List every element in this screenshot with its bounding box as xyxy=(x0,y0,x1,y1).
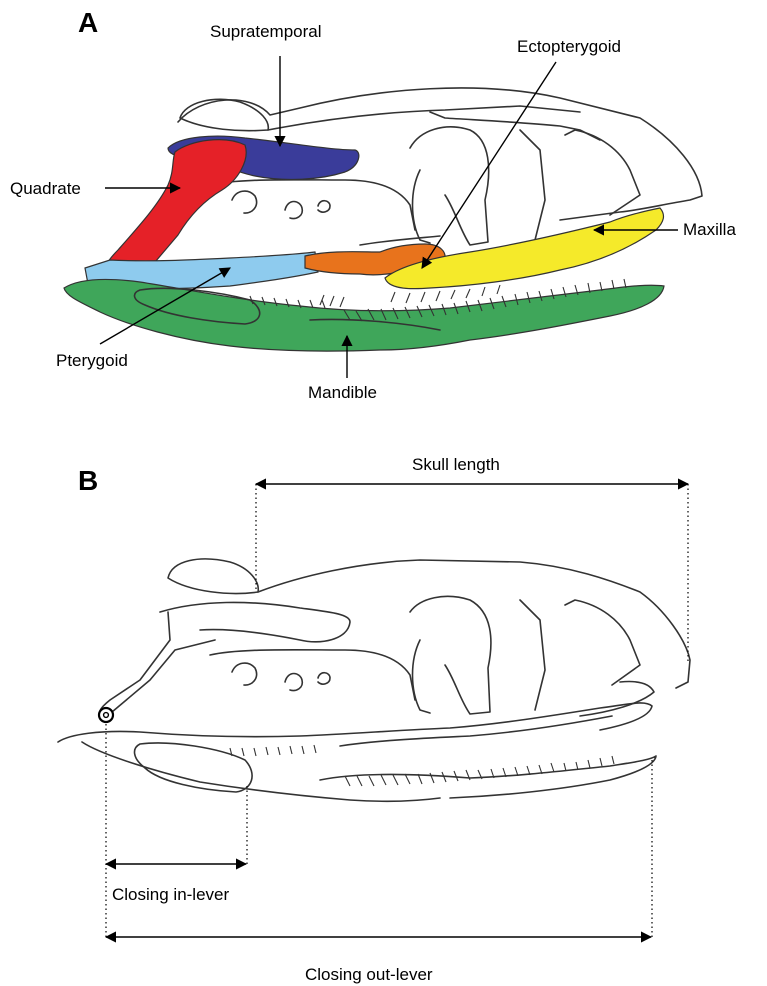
panel-a-letter: A xyxy=(78,7,98,38)
label-maxilla: Maxilla xyxy=(683,220,736,239)
mandible-bone xyxy=(64,280,664,352)
panel-a-maxilla-teeth xyxy=(250,285,500,308)
label-ectopterygoid: Ectopterygoid xyxy=(517,37,621,56)
panel-b-teeth xyxy=(230,745,614,786)
jaw-joint-marker xyxy=(99,708,113,722)
label-quadrate: Quadrate xyxy=(10,179,81,198)
label-closing-in-lever: Closing in-lever xyxy=(112,885,229,904)
label-pterygoid: Pterygoid xyxy=(56,351,128,370)
label-closing-out-lever: Closing out-lever xyxy=(305,965,433,984)
label-supratemporal: Supratemporal xyxy=(210,22,322,41)
panel-a: A xyxy=(10,7,736,402)
label-mandible: Mandible xyxy=(308,383,377,402)
panel-b-skull-outline xyxy=(58,559,690,801)
label-skull-length: Skull length xyxy=(412,455,500,474)
panel-b-letter: B xyxy=(78,465,98,496)
panel-b: B xyxy=(58,455,690,984)
